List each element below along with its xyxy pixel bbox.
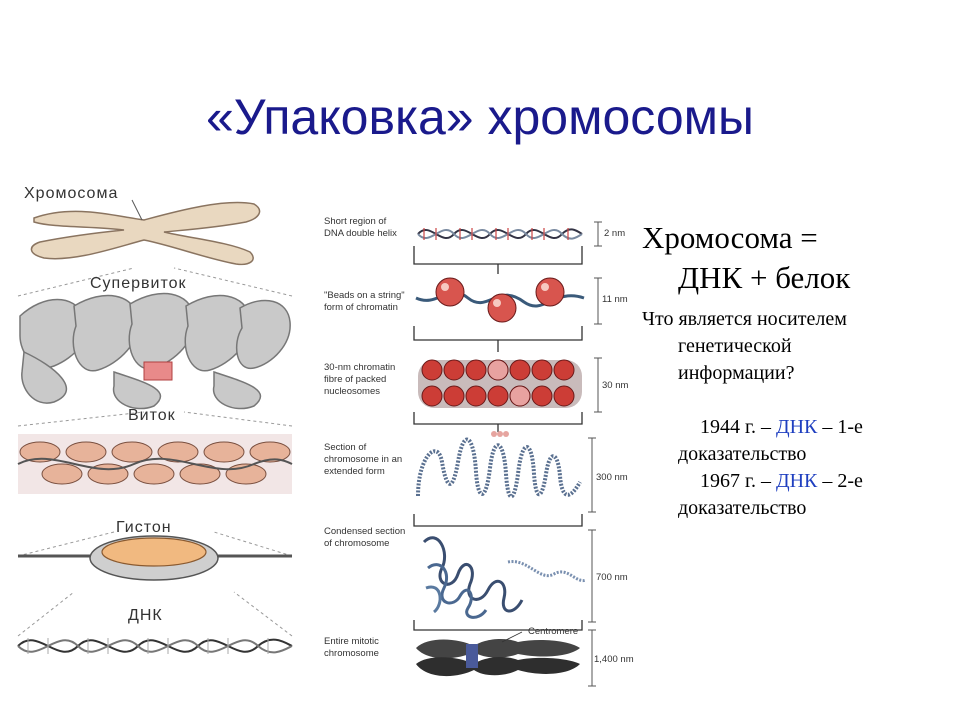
level-label-mitotic-2: chromosome (324, 648, 379, 659)
level-label-condensed-2: of chromosome (324, 538, 389, 549)
question-line-2: генетической (678, 335, 792, 357)
question-line-1: Что является носителем (642, 308, 847, 330)
scale-1400nm: 1,400 nm (594, 654, 634, 665)
level-label-fibre-1: 30-nm chromatin (324, 362, 395, 373)
scale-2nm: 2 nm (604, 228, 625, 239)
label-chromosome: Хромосома (24, 185, 118, 202)
statement-line-1: Хромосома = (642, 220, 818, 255)
fact-1967: 1967 г. – ДНК – 2-е доказательство (642, 468, 952, 522)
dna-helix-shape (17, 638, 293, 654)
extended-chromosome-shape (416, 437, 582, 499)
chromatin-levels-figure: Short region of DNA double helix "Beads … (324, 216, 634, 687)
label-supercoil: Супервиток (90, 275, 187, 292)
question-text: Что является носителем генетической инфо… (642, 306, 952, 387)
chromosome-packaging-figure: Хромосома Супервиток Виток Гисто (17, 185, 293, 654)
condensed-chromosome-shape (422, 536, 587, 619)
fact-1944: 1944 г. – ДНК – 1-е доказательство (642, 414, 952, 468)
level-label-section-3: extended form (324, 466, 385, 477)
level-label-mitotic-1: Entire mitotic (324, 636, 379, 647)
chromosome-shape (30, 201, 261, 266)
slide-text: Хромосома = ДНК + белок Что является нос… (642, 218, 952, 522)
label-histone: Гистон (116, 519, 172, 536)
label-dna: ДНК (128, 607, 163, 624)
beads-on-string-shape (415, 277, 585, 323)
centromere-label: Centromere (528, 626, 578, 637)
supercoil-shape (19, 292, 291, 410)
fact-1967-rest: – 2-е (817, 470, 863, 492)
scale-30nm: 30 nm (602, 380, 628, 391)
main-statement: Хромосома = ДНК + белок (642, 218, 952, 298)
fact-1944-dna: ДНК (775, 416, 818, 438)
slide-title: «Упаковка» хромосомы (206, 89, 754, 145)
level-label-helix-2: DNA double helix (324, 228, 397, 239)
scale-300nm: 300 nm (596, 472, 628, 483)
fact-1967-dna: ДНК (775, 470, 818, 492)
level-label-section-2: chromosome in an (324, 454, 402, 465)
level-label-beads-1: "Beads on a string" (324, 290, 405, 301)
histone-shape (18, 535, 292, 581)
double-helix-shape (417, 228, 583, 240)
fact-1967-word: доказательство (678, 497, 807, 519)
question-line-3: информации? (678, 362, 795, 384)
fact-1944-word: доказательство (678, 443, 807, 465)
fibre-zoom-marker (491, 431, 509, 437)
statement-line-2: ДНК + белок (678, 260, 851, 295)
level-label-beads-2: form of chromatin (324, 302, 398, 313)
scale-11nm: 11 nm (602, 294, 628, 305)
level-label-section-1: Section of (324, 442, 367, 453)
level-label-helix-1: Short region of (324, 216, 387, 227)
level-label-fibre-2: fibre of packed (324, 374, 386, 385)
mitotic-chromosome-shape (416, 639, 580, 677)
scale-700nm: 700 nm (596, 572, 628, 583)
fact-1944-year: 1944 г. – (700, 416, 776, 438)
label-coil: Виток (128, 407, 176, 424)
coil-shape (17, 434, 293, 494)
fact-1944-rest: – 1-е (817, 416, 863, 438)
level-label-fibre-3: nucleosomes (324, 386, 380, 397)
level-label-condensed-1: Condensed section (324, 526, 405, 537)
chromatin-fibre-shape (418, 359, 582, 408)
fact-1967-year: 1967 г. – (700, 470, 776, 492)
